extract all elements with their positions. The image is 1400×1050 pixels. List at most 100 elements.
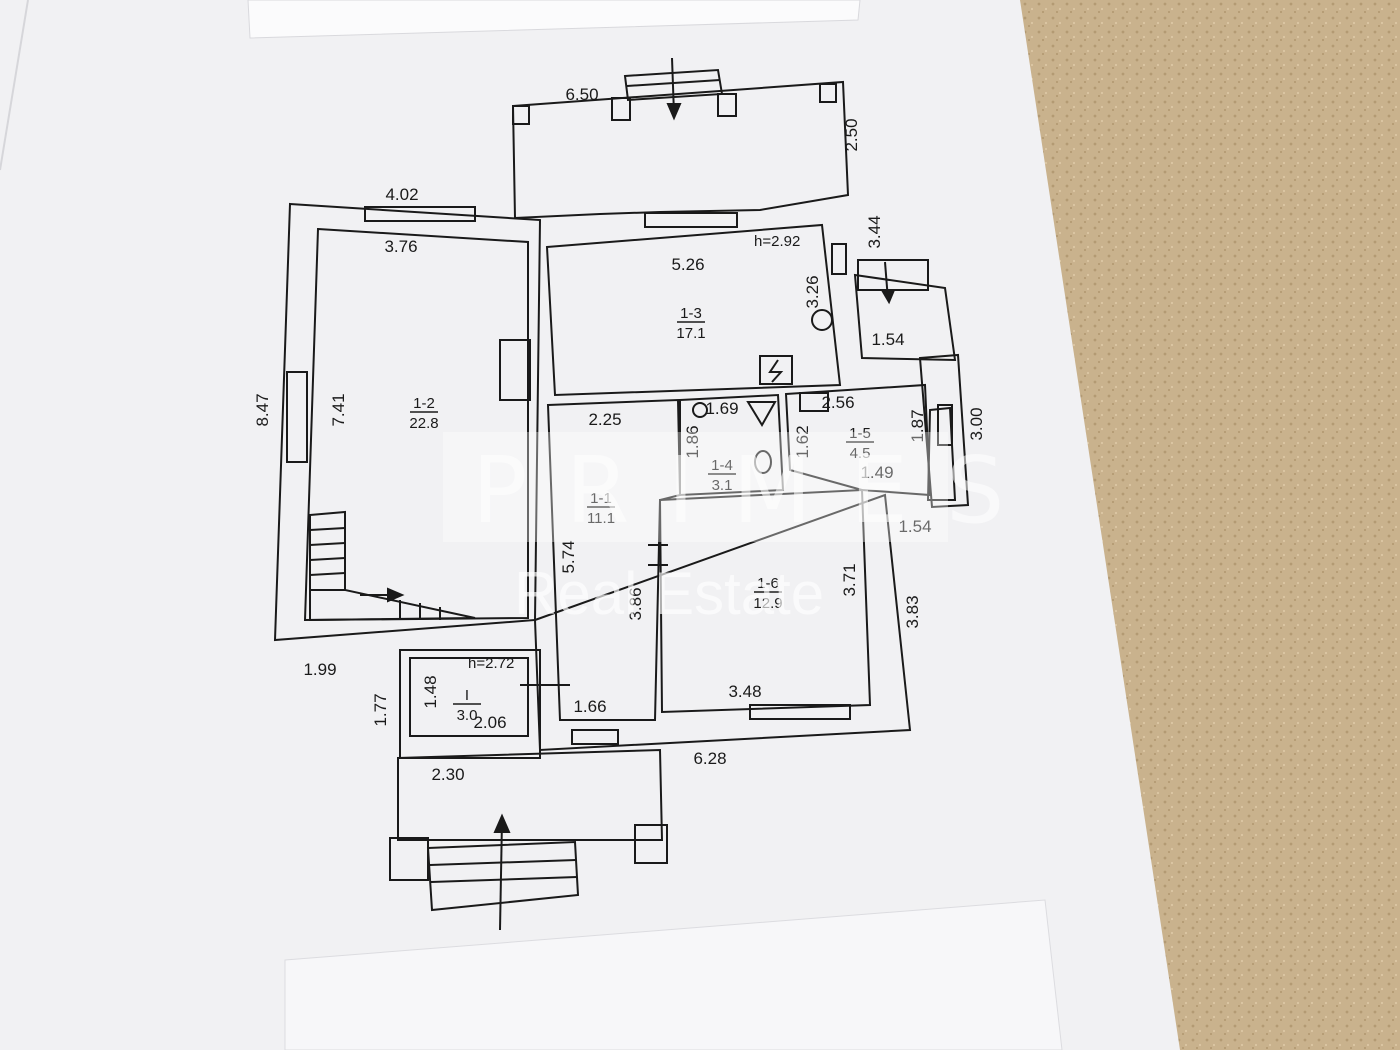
watermark: PRIMES Real Estate — [443, 432, 1042, 627]
room-label: 1-6 12.9 — [753, 575, 782, 612]
room-area: 12.9 — [753, 595, 782, 612]
electric-panel — [759, 355, 793, 385]
room-1-6-window — [749, 704, 851, 720]
vestibule-inner — [409, 657, 529, 737]
room-area: 17.1 — [676, 325, 705, 342]
room-id: 1-5 — [849, 425, 871, 442]
dimension-label: 1.87 — [908, 409, 927, 442]
dimension-label: 2.06 — [473, 713, 506, 732]
bottom-entry-arrowhead — [493, 813, 511, 833]
bottom-steps — [426, 840, 580, 912]
top-entry-arrowhead — [666, 103, 682, 121]
ceiling-height: h=2.92 — [754, 233, 800, 250]
room-id: 1-4 — [711, 457, 733, 474]
room-area: 11.1 — [587, 510, 615, 527]
right-porch — [853, 273, 957, 362]
dimension-label: 7.41 — [329, 393, 348, 426]
stair-step — [309, 557, 346, 561]
dimension-label: 3.26 — [803, 275, 822, 308]
ceiling-height: h=2.72 — [468, 655, 514, 672]
room-id: 1-6 — [757, 575, 779, 592]
watermark-box — [443, 432, 948, 542]
stair-step — [309, 572, 346, 576]
dimension-label: 8.47 — [253, 393, 272, 426]
staircase — [309, 510, 476, 622]
room-area: 3.0 — [457, 707, 478, 724]
stair-arrowhead — [387, 587, 405, 603]
room-id: 1-2 — [413, 395, 435, 412]
dimension-label: 5.74 — [559, 540, 578, 573]
room-label: I 3.0 — [453, 687, 481, 724]
room-label: 1-1 11.1 — [587, 490, 615, 527]
sink-symbol — [692, 402, 708, 418]
dimension-label: 2.30 — [431, 765, 464, 784]
toilet-symbol — [754, 450, 772, 474]
dimension-label: 1.77 — [371, 693, 390, 726]
top-left-window — [364, 206, 476, 222]
room-1-3-side-window — [831, 243, 847, 275]
top-terrace — [511, 80, 850, 220]
dimension-label: 1.66 — [573, 697, 606, 716]
floor-plan — [273, 57, 970, 931]
dimension-label: 2.50 — [842, 118, 861, 151]
vestibule-walls — [399, 649, 541, 759]
top-label-paper — [247, 0, 861, 39]
right-annex-outline — [926, 406, 957, 501]
room-label: 1-2 22.8 — [409, 395, 438, 432]
room-id: 1-1 — [590, 490, 612, 507]
dimension-label: 2.56 — [821, 393, 854, 412]
dimension-label: 1.49 — [860, 463, 893, 482]
room-labels: 1-222.81-317.11-111.11-43.11-54.51-612.9… — [409, 233, 874, 724]
dimension-label: 1.62 — [793, 425, 812, 458]
dimension-label: 1.54 — [871, 330, 904, 349]
dimension-label: 3.00 — [967, 407, 986, 440]
dimension-label: 1.48 — [421, 675, 440, 708]
dimension-label: 5.26 — [671, 255, 704, 274]
dimension-label: 1.86 — [683, 425, 702, 458]
dimension-label: 4.02 — [385, 185, 418, 204]
dimension-label: 2.25 — [588, 410, 621, 429]
inner-wall-left-room — [303, 227, 529, 622]
bottom-step-line — [429, 859, 577, 866]
dimension-label: 3.83 — [903, 595, 922, 628]
shower-symbol — [746, 401, 777, 427]
room-label: 1-3 17.1 — [676, 305, 705, 342]
left-window — [286, 371, 308, 463]
dimension-label: 3.71 — [840, 563, 859, 596]
dimension-label: 6.28 — [693, 749, 726, 768]
room-area: 4.5 — [850, 445, 871, 462]
watermark-brand: PRIMES — [472, 437, 1042, 544]
watermark-subtitle: Real Estate — [514, 560, 824, 627]
room-id: 1-3 — [680, 305, 702, 322]
boiler-symbol — [811, 309, 833, 331]
stair-step — [309, 542, 346, 546]
dimension-label: 3.86 — [626, 587, 645, 620]
room-1-5-window — [937, 404, 953, 446]
room-area: 22.8 — [409, 415, 438, 432]
top-terrace-post — [717, 93, 737, 117]
room-1-6-walls — [658, 488, 872, 714]
electric-bolt — [768, 359, 784, 383]
top-terrace-post — [819, 83, 837, 103]
room-1-3-walls — [545, 223, 842, 397]
room-label: 1-54.5 — [846, 425, 874, 462]
top-terrace-post — [611, 97, 631, 121]
dimension-label: 3.48 — [728, 682, 761, 701]
outer-wall-bottom-right — [533, 493, 912, 752]
right-entry-arrowhead — [880, 289, 896, 305]
bottom-terrace-post — [634, 824, 668, 864]
room-id: I — [465, 687, 469, 704]
top-terrace-post — [512, 105, 530, 125]
interior-stove — [499, 339, 531, 401]
dimension-label: 1.54 — [898, 517, 931, 536]
paper-fold — [0, 0, 29, 171]
room-1-5-fixture — [799, 392, 829, 412]
room-area: 3.1 — [712, 477, 733, 494]
stair-step — [309, 527, 346, 531]
dimension-label: 6.50 — [565, 85, 598, 104]
bottom-entry-arrow — [499, 819, 503, 931]
dimension-label: 3.76 — [384, 237, 417, 256]
bottom-step-line — [430, 876, 578, 883]
bottom-terrace — [397, 748, 664, 841]
